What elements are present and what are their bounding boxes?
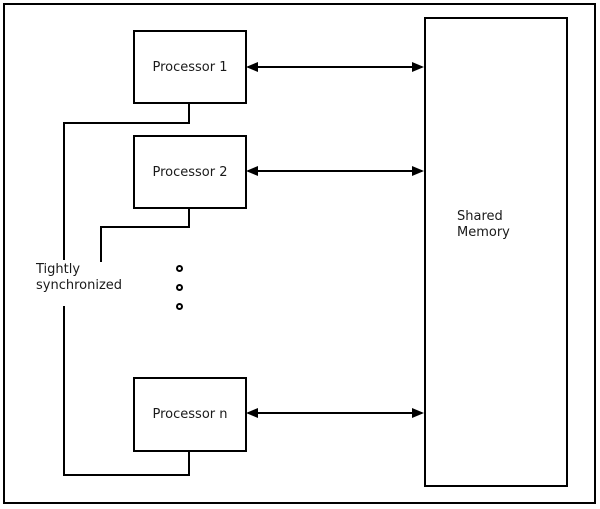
connector-line	[100, 226, 102, 272]
ellipsis-dot	[176, 303, 183, 310]
shared-memory-box	[424, 17, 568, 487]
processor-n-box: Processor n	[133, 377, 247, 452]
arrow-shaft	[248, 412, 422, 414]
ellipsis-dot	[176, 265, 183, 272]
connector-line	[188, 208, 190, 228]
arrow-shaft	[248, 66, 422, 68]
arrowhead-right-icon	[412, 166, 424, 176]
connector-line	[100, 226, 190, 228]
ellipsis-dot	[176, 284, 183, 291]
connector-line	[63, 474, 190, 476]
outer-frame	[3, 3, 596, 504]
processor-1-box: Processor 1	[133, 30, 247, 104]
connector-line	[188, 104, 190, 124]
arrow-shaft	[248, 170, 422, 172]
connector-line	[188, 451, 190, 476]
arrowhead-right-icon	[412, 62, 424, 72]
processor-2-box: Processor 2	[133, 135, 247, 209]
arrowhead-right-icon	[412, 408, 424, 418]
arrow-processor2-memory	[246, 166, 424, 176]
shared-memory-label: Shared Memory	[457, 209, 510, 240]
processor-n-label: Processor n	[152, 407, 228, 422]
connector-line	[63, 306, 65, 476]
processor-1-label: Processor 1	[152, 59, 228, 75]
processor-2-label: Processor 2	[152, 164, 228, 180]
connector-line	[63, 122, 65, 260]
arrow-processor1-memory	[246, 62, 424, 72]
arrow-processorN-memory	[246, 408, 424, 418]
tightly-synchronized-label: Tightly synchronized	[36, 262, 126, 293]
connector-line	[63, 122, 190, 124]
